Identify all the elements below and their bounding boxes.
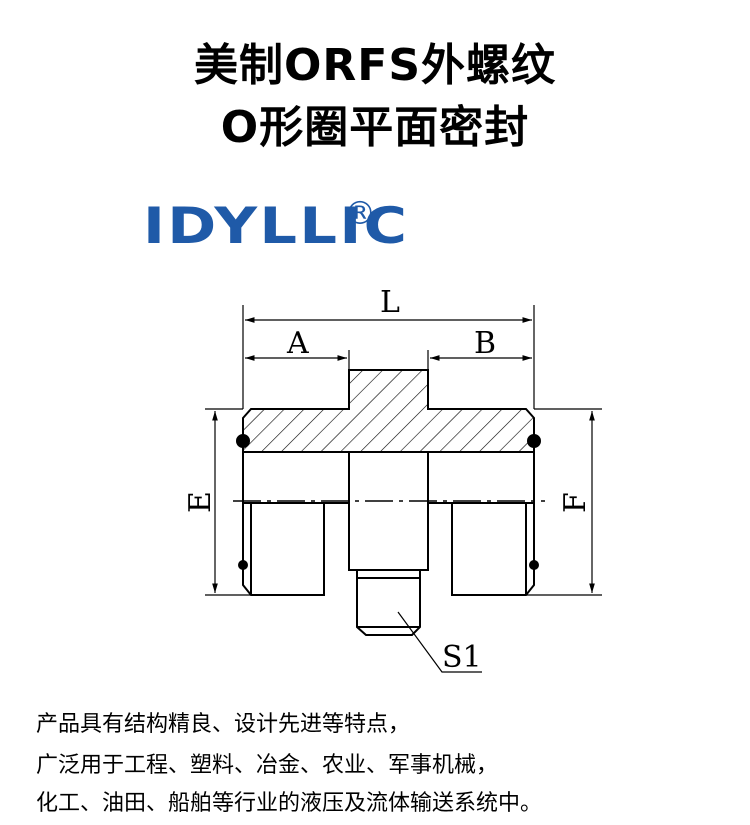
description-line-2: 广泛用于工程、塑料、冶金、农业、军事机械， (36, 753, 499, 778)
hatched-section (242, 369, 535, 453)
title-line-1: 美制ORFS外螺纹 (193, 40, 557, 91)
dim-label-F: F (558, 492, 593, 513)
dim-label-A: A (286, 326, 309, 361)
logo-text: IDYLLIC (143, 197, 410, 255)
description-line-3: 化工、油田、船舶等行业的液压及流体输送系统中。 (36, 791, 543, 816)
dimension-lines (205, 305, 602, 673)
dim-label-L: L (380, 285, 400, 320)
fitting-outline (236, 434, 541, 636)
registered-mark-icon: ® (344, 194, 376, 232)
description-line-1: 产品具有结构精良、设计先进等特点， (36, 712, 411, 737)
dim-label-E: E (183, 491, 218, 513)
brand-logo: IDYLLIC (143, 196, 407, 256)
dim-label-S1: S1 (442, 640, 482, 675)
dim-label-B: B (474, 326, 496, 361)
fitting-technical-drawing: L A B E F S1 (183, 285, 602, 675)
title-line-2: O形圈平面密封 (220, 102, 530, 153)
